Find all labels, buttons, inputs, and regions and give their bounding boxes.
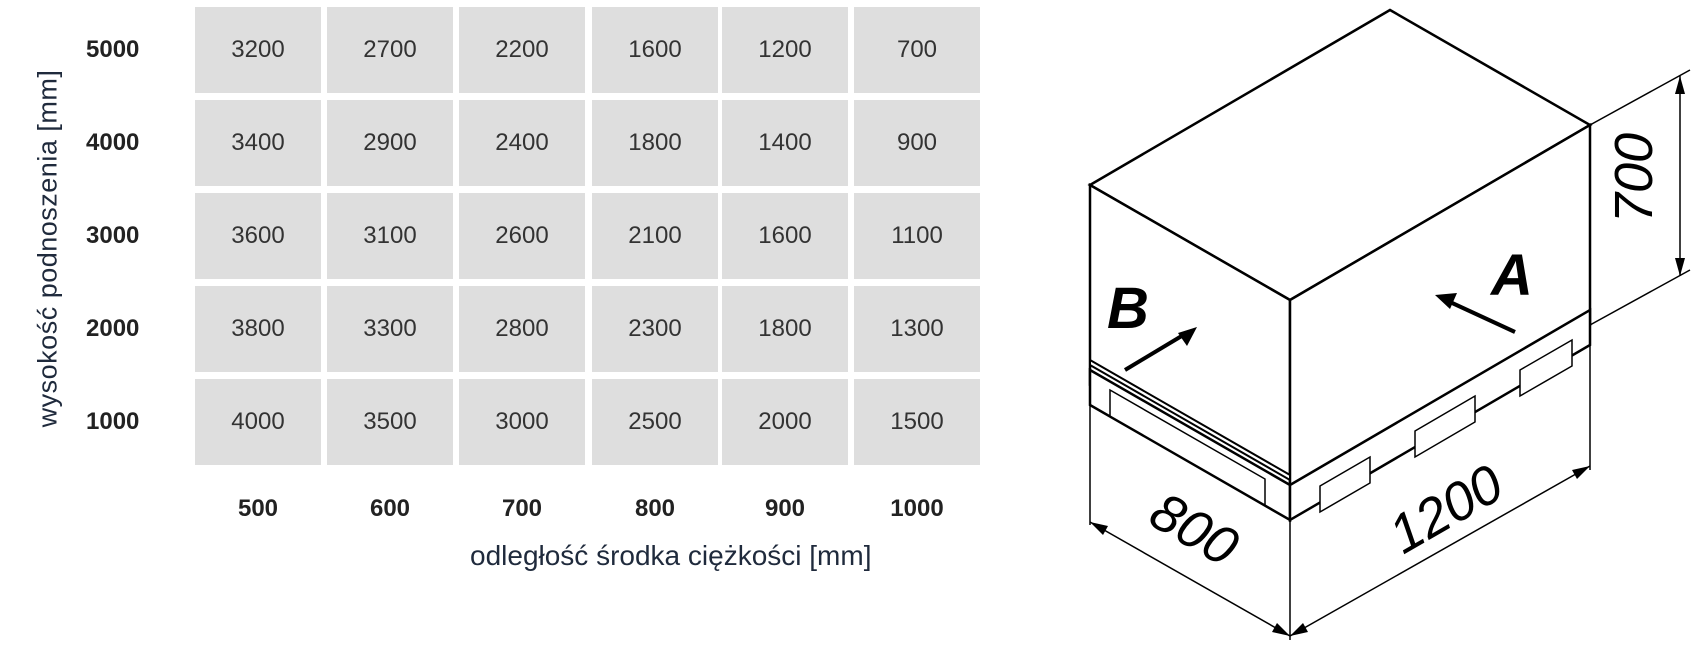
dim-line-800 <box>1089 521 1291 637</box>
arrow-b-head <box>1178 327 1197 346</box>
row-header: 5000 <box>86 36 140 63</box>
table-cell: 700 <box>854 7 980 93</box>
y-axis-label-text: wysokość podnoszenia [mm] <box>32 69 63 427</box>
arrow-a-line <box>1449 300 1516 334</box>
pallet-deck-front <box>1089 358 1291 482</box>
arrow-a-head <box>1435 293 1457 309</box>
column-header: 1000 <box>890 495 944 522</box>
table-cell: 1100 <box>854 193 980 279</box>
column-header: 600 <box>369 495 411 522</box>
table-cell: 2400 <box>459 100 585 186</box>
table-cell: 2200 <box>459 7 585 93</box>
table-cell: 2100 <box>592 193 718 279</box>
label-a: A <box>1489 243 1533 308</box>
table-cell: 2700 <box>327 7 453 93</box>
dim-label-700: 700 <box>1604 133 1664 223</box>
column-header: 500 <box>237 495 279 522</box>
row-header: 3000 <box>86 222 140 249</box>
column-header: 800 <box>634 495 676 522</box>
table-cell: 1200 <box>722 7 848 93</box>
table-cell: 1500 <box>854 379 980 465</box>
pallet-side-opening-3 <box>1519 338 1573 398</box>
table-cell: 2300 <box>592 286 718 372</box>
table-cell: 3400 <box>195 100 321 186</box>
table-cell: 900 <box>854 100 980 186</box>
table-cell: 2900 <box>327 100 453 186</box>
table-cell: 1800 <box>722 286 848 372</box>
table-cell: 3000 <box>459 379 585 465</box>
dim-label-1200: 1200 <box>1379 453 1513 565</box>
table-cell: 1600 <box>722 193 848 279</box>
table-cell: 2600 <box>459 193 585 279</box>
column-header: 700 <box>501 495 543 522</box>
x-axis-label: odległość środka ciężkości [mm] <box>470 540 872 571</box>
label-b: B <box>1107 276 1149 341</box>
arrow-b-line <box>1123 332 1187 372</box>
table-cell: 2500 <box>592 379 718 465</box>
y-axis-label: wysokość podnoszenia [mm] <box>28 18 68 478</box>
table-cell: 4000 <box>195 379 321 465</box>
table-cell: 1300 <box>854 286 980 372</box>
table-cell: 1400 <box>722 100 848 186</box>
dim-line-1200 <box>1289 465 1591 637</box>
table-cell: 2800 <box>459 286 585 372</box>
table-cell: 3500 <box>327 379 453 465</box>
table-cell: 3100 <box>327 193 453 279</box>
row-header: 1000 <box>86 408 140 435</box>
table-cell: 3600 <box>195 193 321 279</box>
column-header: 900 <box>764 495 806 522</box>
table-cell: 3200 <box>195 7 321 93</box>
table-cell: 3800 <box>195 286 321 372</box>
table-cell: 3300 <box>327 286 453 372</box>
pallet-side-opening-2 <box>1414 394 1476 459</box>
table-cell: 2000 <box>722 379 848 465</box>
pallet-side-opening-1 <box>1319 455 1371 514</box>
table-cell: 1800 <box>592 100 718 186</box>
row-header: 4000 <box>86 129 140 156</box>
dim-label-800: 800 <box>1140 481 1248 578</box>
table-cell: 1600 <box>592 7 718 93</box>
pallet-diagram: 800 1200 700 A B <box>1087 8 1691 640</box>
row-header: 2000 <box>86 315 140 342</box>
